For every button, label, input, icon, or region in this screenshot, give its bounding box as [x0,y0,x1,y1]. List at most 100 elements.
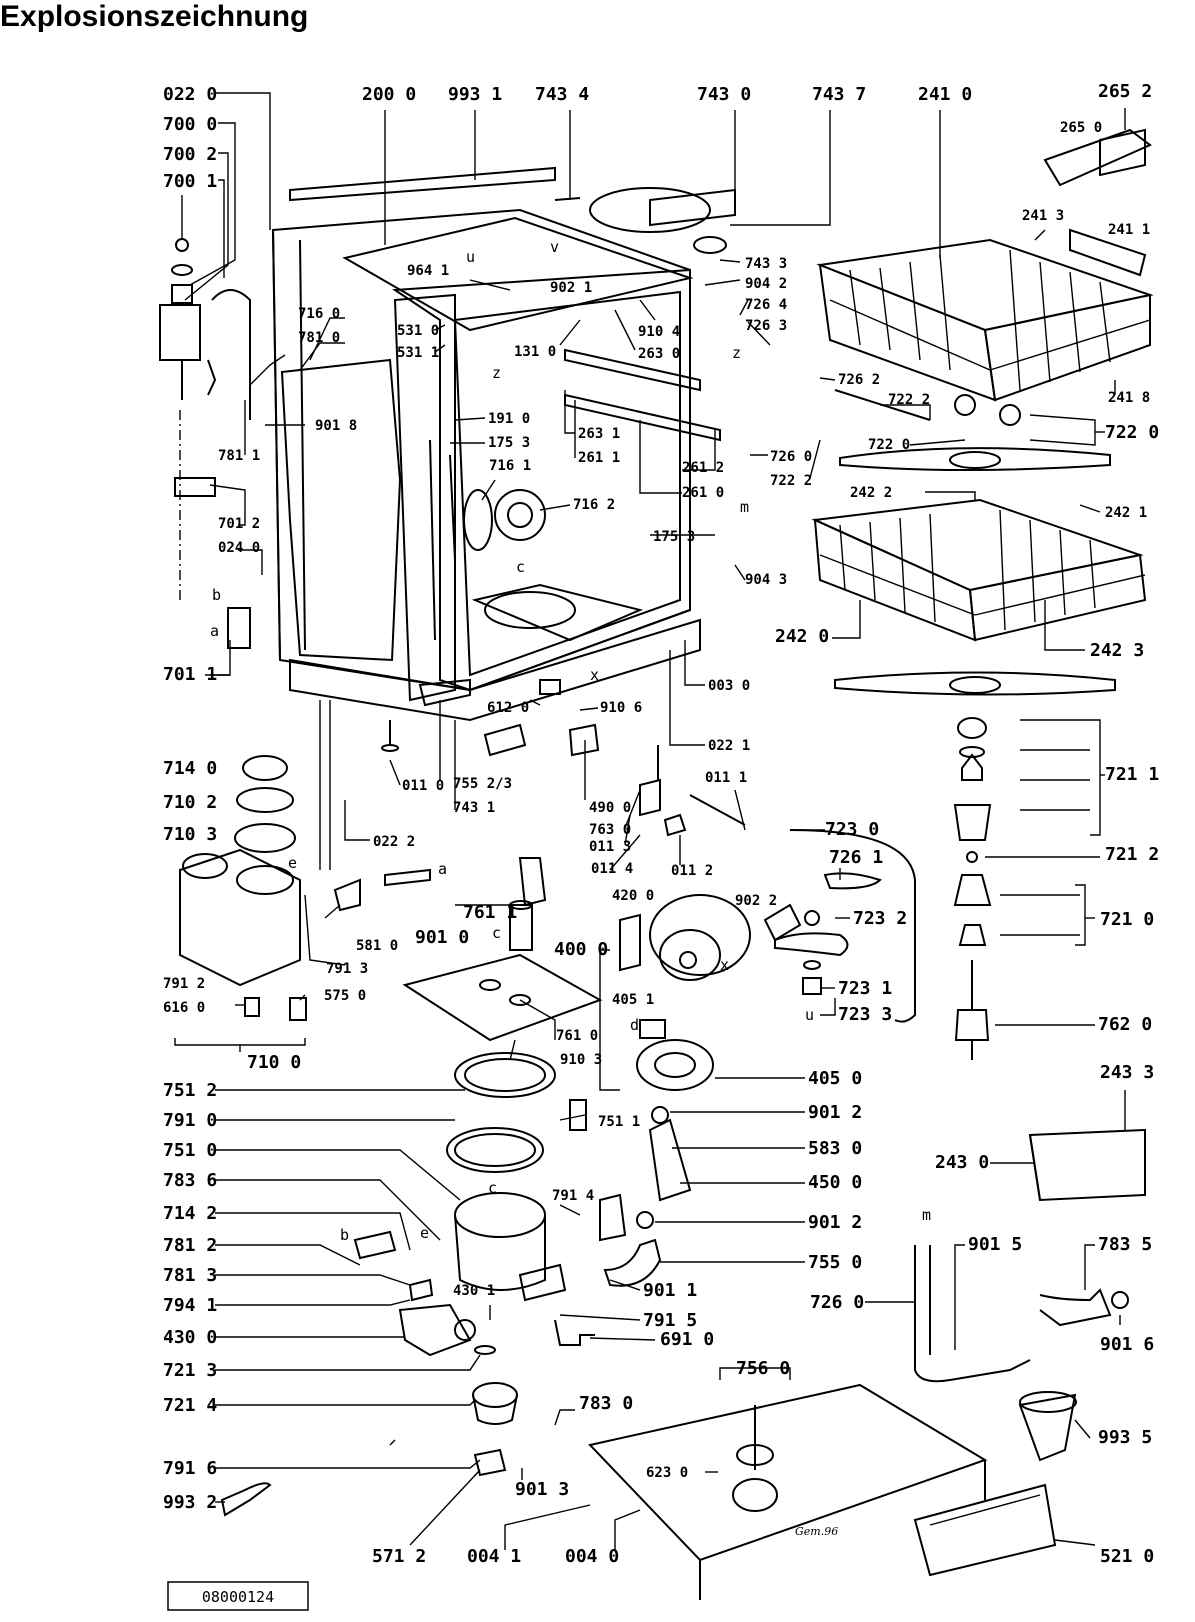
part-label: 781 2 [163,1235,217,1256]
part-label: 420 0 [612,888,654,904]
part-label: 904 3 [745,572,787,588]
part-label: 261 2 [682,460,724,476]
part-label: 723 3 [838,1004,892,1025]
part-label: 783 5 [1098,1234,1152,1255]
left-small-parts [159,238,802,1517]
part-label: 791 4 [552,1188,594,1204]
connection-letter: m [922,1206,931,1224]
part-label: 691 0 [660,1329,714,1350]
part-label: 721 0 [1100,909,1154,930]
part-label: 910 6 [600,700,642,716]
part-label: 261 0 [682,485,724,501]
part-label: 726 0 [810,1292,864,1313]
part-label: 261 1 [578,450,620,466]
connection-letter: c [492,924,501,942]
part-label: 241 0 [918,84,972,105]
connection-letter: x [590,666,599,684]
part-label: 993 2 [163,1492,217,1513]
part-label: 011 2 [671,863,713,879]
part-label: 726 4 [745,297,787,313]
part-label: 726 3 [745,318,787,334]
connection-letter: c [516,558,525,576]
part-label: 721 2 [1105,844,1159,865]
part-label: 531 0 [397,323,439,339]
part-label: 743 4 [535,84,589,105]
part-label: 901 5 [968,1234,1022,1255]
part-label: 430 1 [453,1283,495,1299]
part-label: 743 7 [812,84,866,105]
top-spray-arm-upper [554,187,736,254]
part-label: 743 0 [697,84,751,105]
part-label: 751 0 [163,1140,217,1161]
part-label: 714 0 [163,758,217,779]
part-label: 700 2 [163,144,217,165]
part-label: 583 0 [808,1138,862,1159]
base-plate [588,1383,1057,1600]
part-label: 241 8 [1108,390,1150,406]
part-label: 011 0 [402,778,444,794]
part-label: 791 2 [163,976,205,992]
misc-parts [1018,128,1152,1462]
part-label: 794 1 [163,1295,217,1316]
part-label: 726 0 [770,449,812,465]
part-label: 910 3 [560,1052,602,1068]
part-label: 721 4 [163,1395,217,1416]
connection-letter: a [210,622,219,640]
part-label: 723 1 [838,978,892,999]
part-label: 242 0 [775,626,829,647]
part-label: 011 3 [589,839,631,855]
part-label: 791 5 [643,1310,697,1331]
part-label: 263 0 [638,346,680,362]
part-label: 723 2 [853,908,907,929]
sump-assembly [402,857,603,1302]
part-label: 022 0 [163,84,217,105]
part-label: 726 1 [829,847,883,868]
part-label: 004 1 [467,1546,521,1567]
connection-letter: b [340,1226,349,1244]
part-label: 751 1 [598,1114,640,1130]
connection-letter: c [488,1179,497,1197]
part-label: 710 2 [163,792,217,813]
water-softener [179,755,307,1021]
part-label: 755 0 [808,1252,862,1273]
part-label: 191 0 [488,411,530,427]
connection-letter: a [438,860,447,878]
part-label: 400 0 [554,939,608,960]
part-label: 755 2/3 [453,776,512,792]
part-label: 763 0 [589,822,631,838]
drawing-code-box: 08000124 [167,1581,309,1611]
part-label: 612 0 [487,700,529,716]
part-label: 263 1 [578,426,620,442]
part-label: 716 2 [573,497,615,513]
part-label: 716 1 [489,458,531,474]
part-label: 904 2 [745,276,787,292]
part-label: 131 0 [514,344,556,360]
part-label: 265 2 [1098,81,1152,102]
part-label: 781 0 [298,330,340,346]
part-label: 901 8 [315,418,357,434]
part-label: 241 3 [1022,208,1064,224]
part-label: 901 3 [515,1479,569,1500]
part-label: 722 2 [888,392,930,408]
part-label: 710 3 [163,824,217,845]
circulation-pump [599,894,751,1287]
part-label: 902 1 [550,280,592,296]
part-label: 781 1 [218,448,260,464]
part-label: 781 3 [163,1265,217,1286]
part-label: 901 6 [1100,1334,1154,1355]
part-label: 910 4 [638,324,680,340]
part-label: 241 1 [1108,222,1150,238]
part-label: 716 0 [298,306,340,322]
part-label: 783 6 [163,1170,217,1191]
part-label: 200 0 [362,84,416,105]
part-label: 751 2 [163,1080,217,1101]
part-label: 710 0 [247,1052,301,1073]
part-label: 743 1 [453,800,495,816]
part-label: 011 4 [591,861,633,877]
part-label: 721 1 [1105,764,1159,785]
part-label: 405 1 [612,992,654,1008]
part-label: 022 2 [373,834,415,850]
